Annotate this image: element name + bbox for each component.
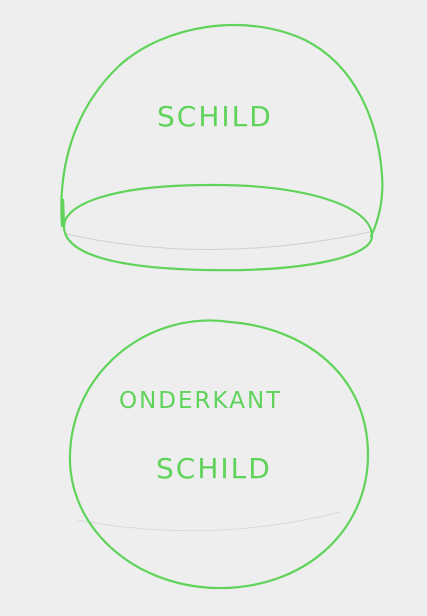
shield-base-ellipse — [64, 185, 372, 270]
bottom-label-line1: ONDERKANT — [119, 388, 282, 414]
bottom-label-line2: SCHILD — [156, 452, 272, 485]
pencil-guide-circle — [78, 512, 340, 531]
shield-label: SCHILD — [157, 100, 273, 133]
pencil-guide-top — [66, 232, 370, 250]
